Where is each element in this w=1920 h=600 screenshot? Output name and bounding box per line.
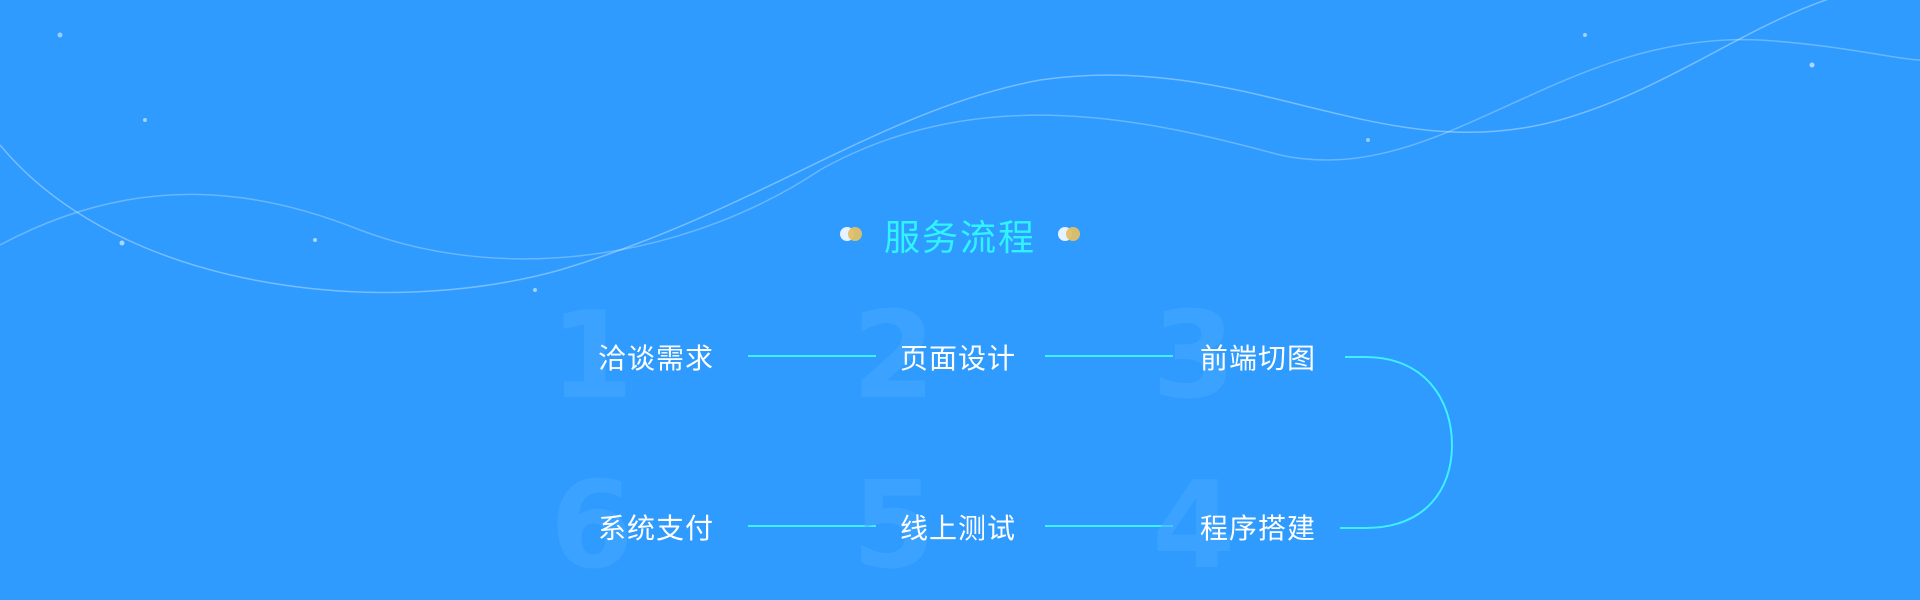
step-label: 页面设计 [900,342,1017,375]
section-title: 服务流程 [883,218,1036,259]
step-number: 3 [1152,287,1236,426]
process-step-6: 6 系统支付 [550,467,750,587]
connector-line-5-6 [748,525,876,527]
process-step-4: 4 程序搭建 [1152,467,1352,587]
connector-curve-3-4 [1340,356,1454,529]
step-number: 6 [550,457,634,596]
connector-line-4-5 [1045,525,1173,527]
process-step-2: 2 页面设计 [852,297,1052,417]
process-step-3: 3 前端切图 [1152,297,1352,417]
step-label: 前端切图 [1200,342,1317,375]
process-step-5: 5 线上测试 [852,467,1052,587]
step-number: 5 [852,457,936,596]
connector-line-2-3 [1045,355,1173,357]
step-label: 程序搭建 [1200,512,1317,545]
step-label: 洽谈需求 [598,342,715,375]
section-header: 服务流程 [0,205,1920,265]
step-number: 4 [1152,457,1236,596]
process-step-1: 1 洽谈需求 [550,297,750,417]
title-right-dots-icon [1058,227,1080,243]
connector-line-1-2 [748,355,876,357]
title-left-dots-icon [839,227,862,243]
step-number: 2 [852,287,936,426]
step-label: 线上测试 [900,512,1017,545]
step-number: 1 [550,287,634,426]
step-label: 系统支付 [598,512,715,545]
